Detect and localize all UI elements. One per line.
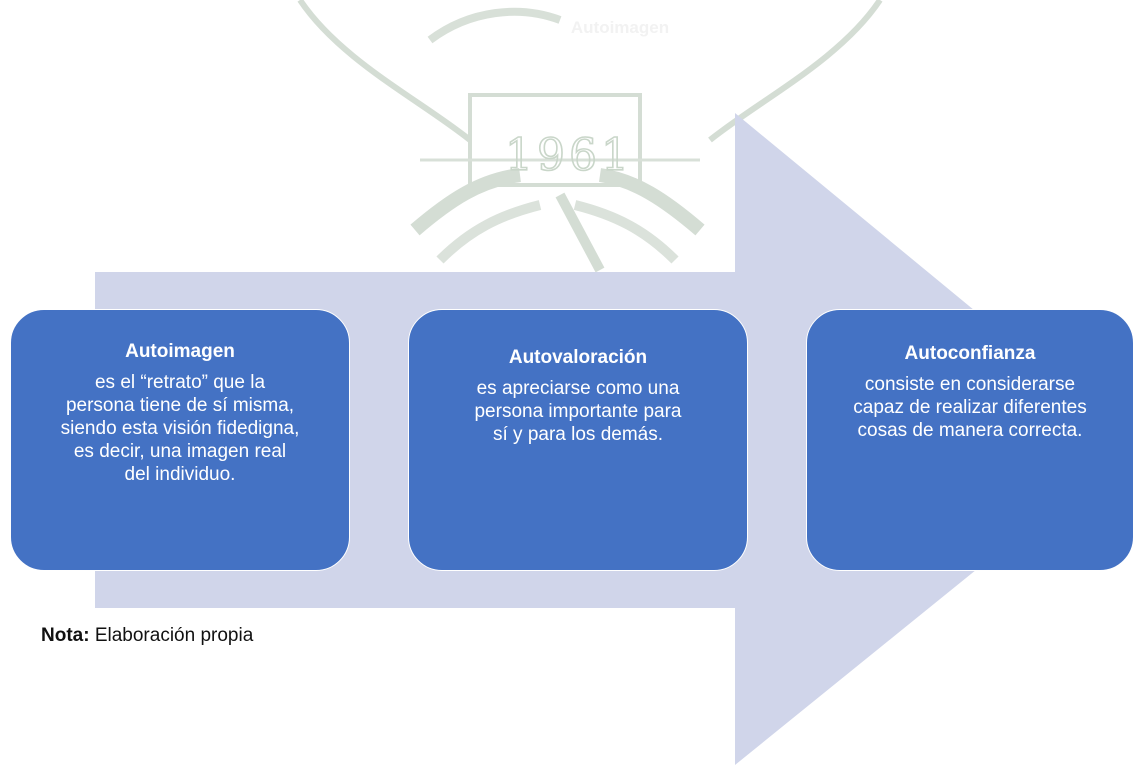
step-description: consiste en considerarse capaz de realiz… xyxy=(853,374,1087,441)
step-box-autoconfianza: Autoconfianza consiste en considerarse c… xyxy=(806,309,1134,571)
step-box-autoimagen: Autoimagen es el “retrato” que la person… xyxy=(10,309,350,571)
step-description: es el “retrato” que la persona tiene de … xyxy=(60,372,300,485)
note-text: Elaboración propia xyxy=(89,625,254,646)
ghost-title: Autoimagen xyxy=(570,18,670,37)
step-box-autovaloracion: Autovaloración es apreciarse como una pe… xyxy=(408,309,748,571)
step-description: es apreciarse como una persona important… xyxy=(474,378,682,445)
source-note: Nota: Elaboración propia xyxy=(41,625,253,647)
step-title: Autoconfianza xyxy=(904,343,1036,364)
note-label: Nota: xyxy=(41,625,90,646)
watermark-year: 1961 xyxy=(505,130,633,181)
step-title: Autoimagen xyxy=(125,341,235,362)
step-title: Autovaloración xyxy=(508,347,648,368)
